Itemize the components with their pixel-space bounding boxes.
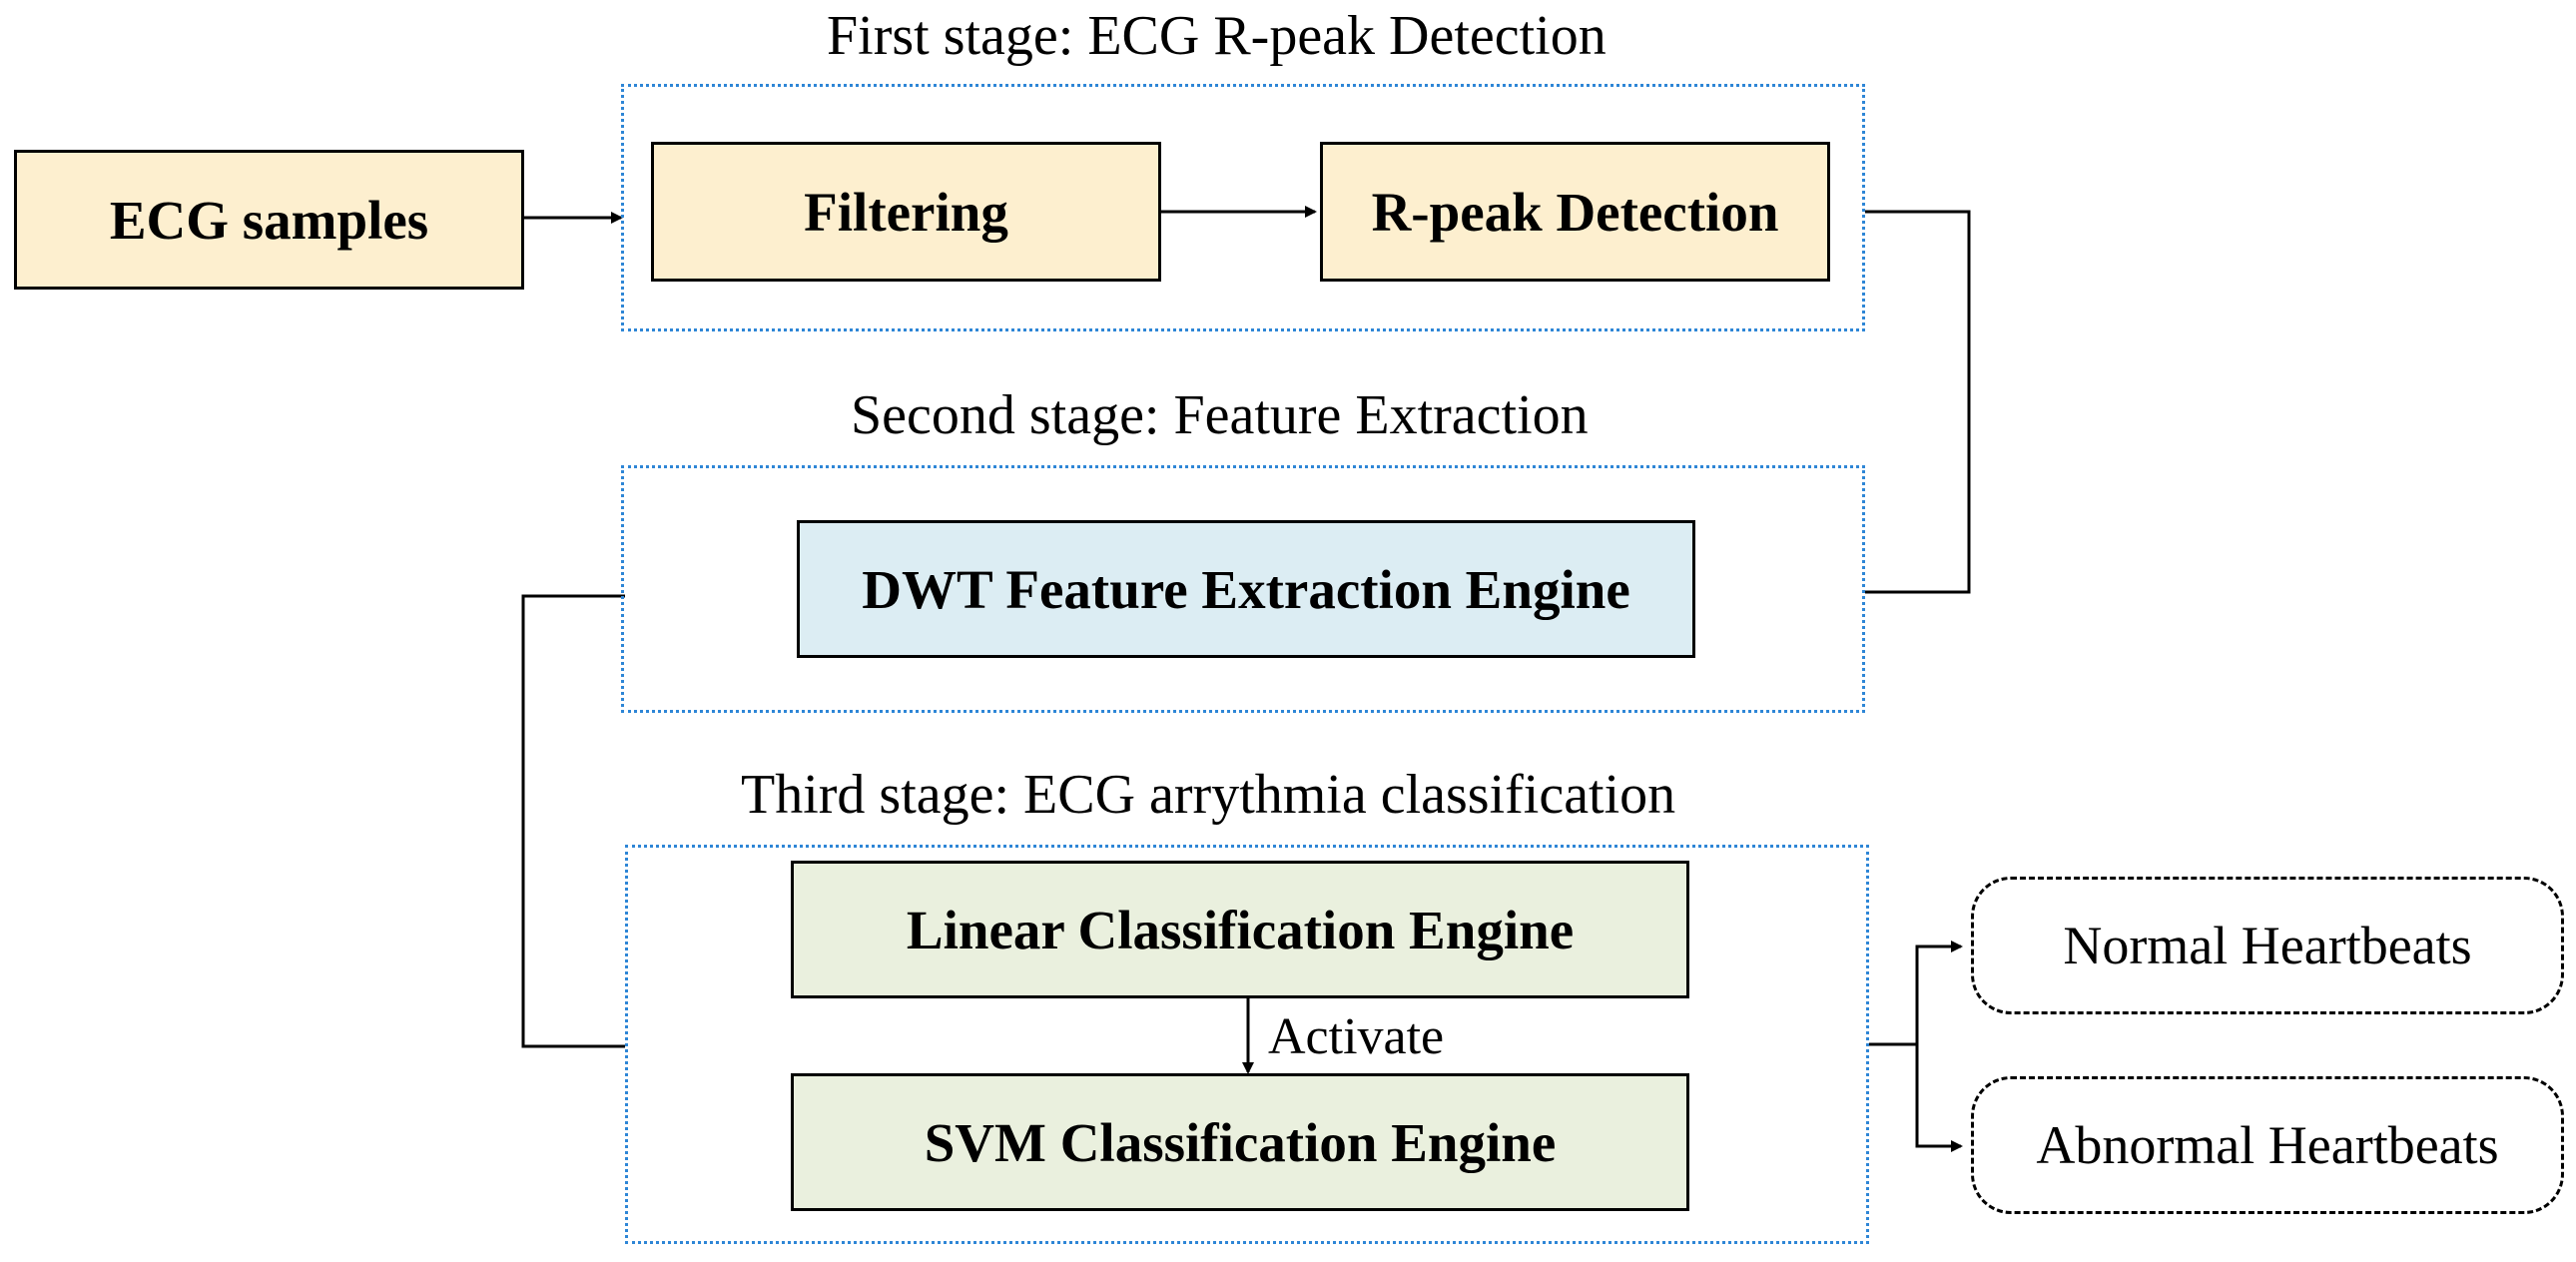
edge-to-normal (1915, 941, 1963, 1044)
edge-to-abnormal (1915, 1044, 1963, 1152)
stage3-frame (625, 845, 1869, 1244)
stage1-frame (621, 84, 1865, 331)
node-filtering: Filtering (651, 142, 1161, 282)
edge-stage2-to-stage3 (521, 594, 625, 1048)
output-normal-heartbeats: Normal Heartbeats (1971, 877, 2564, 1014)
node-svm-engine: SVM Classification Engine (791, 1073, 1689, 1211)
stage3-title: Third stage: ECG arrythmia classificatio… (741, 764, 1676, 826)
node-r-peak-detection: R-peak Detection (1320, 142, 1830, 282)
edge-label-activate: Activate (1268, 1008, 1445, 1065)
stage1-title: First stage: ECG R-peak Detection (827, 5, 1607, 67)
node-linear-engine: Linear Classification Engine (791, 861, 1689, 998)
node-dwt-engine: DWT Feature Extraction Engine (797, 520, 1695, 658)
node-ecg-samples: ECG samples (14, 150, 524, 290)
stage2-frame (621, 465, 1865, 713)
output-abnormal-heartbeats: Abnormal Heartbeats (1971, 1076, 2564, 1214)
edge-stage1-to-stage2 (1865, 210, 1971, 594)
stage2-title: Second stage: Feature Extraction (851, 384, 1589, 446)
